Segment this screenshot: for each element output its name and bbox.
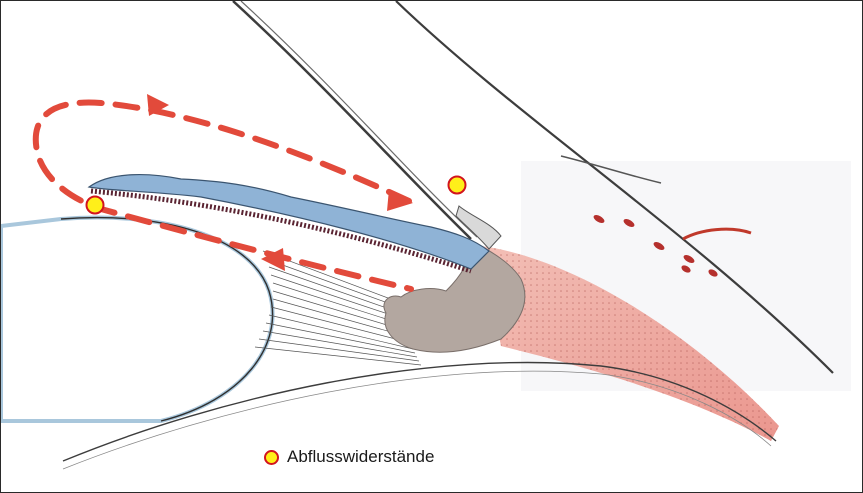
legend: Abflusswiderstände xyxy=(264,445,434,469)
legend-label: Abflusswiderstände xyxy=(287,447,434,467)
resistance-point-icon-2 xyxy=(449,177,466,194)
resistance-marker-icon xyxy=(264,450,279,465)
resistance-point-icon xyxy=(87,197,104,214)
